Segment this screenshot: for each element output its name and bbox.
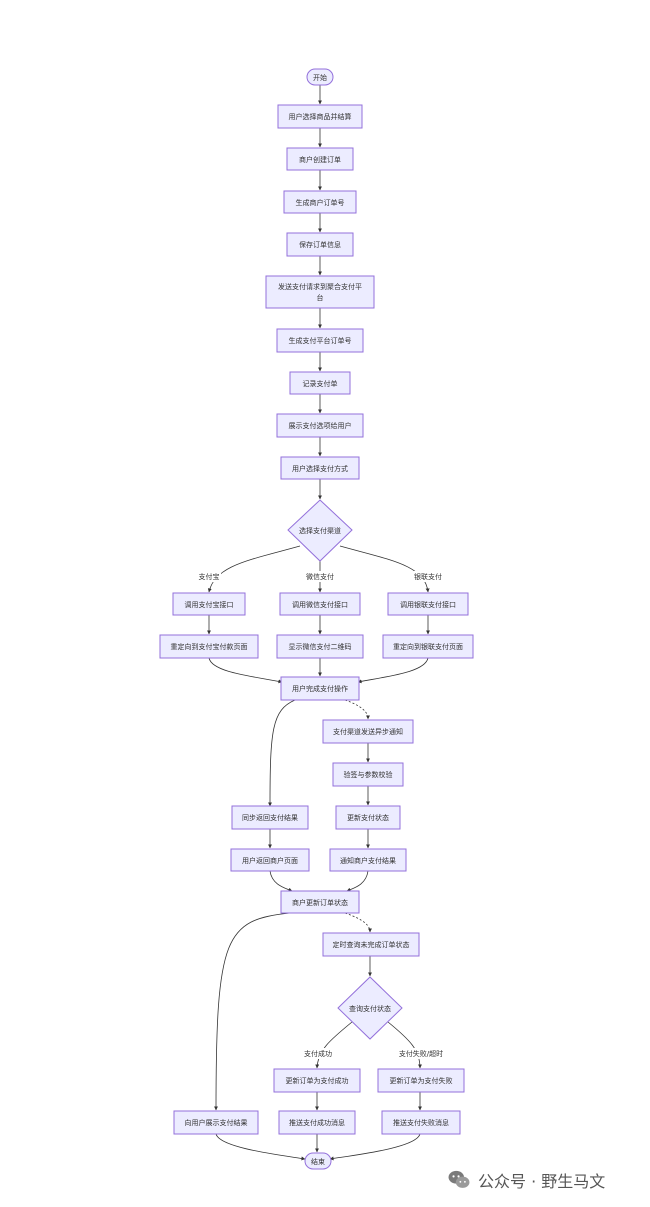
node-notify-merchant: 通知商户支付结果 <box>329 848 407 872</box>
node-merchant-order-no: 生成商户订单号 <box>283 190 357 214</box>
edge-n10-async <box>344 699 370 720</box>
node-sync-return: 同步返回支付结果 <box>231 805 309 830</box>
node-show-options: 展示支付选项给用户 <box>276 413 364 438</box>
node-show-result: 向用户展示支付结果 <box>173 1110 259 1135</box>
svg-text:生成商户订单号: 生成商户订单号 <box>296 198 345 207</box>
svg-text:向用户展示支付结果: 向用户展示支付结果 <box>185 1118 248 1127</box>
node-verify-signature: 验签与参数校验 <box>332 762 404 787</box>
svg-text:用户选择商品并结算: 用户选择商品并结算 <box>289 112 352 121</box>
svg-text:用户完成支付操作: 用户完成支付操作 <box>292 684 348 693</box>
node-alipay-api: 调用支付宝接口 <box>172 592 246 616</box>
node-select-goods: 用户选择商品并结算 <box>277 104 363 129</box>
svg-text:更新订单为支付失败: 更新订单为支付失败 <box>390 1076 453 1085</box>
node-save-order: 保存订单信息 <box>286 232 354 257</box>
edge-sync2-n11 <box>269 870 293 892</box>
node-wechat-api: 调用微信支付接口 <box>279 592 361 616</box>
edge-n10-sync <box>268 699 296 807</box>
svg-text:验签与参数校验: 验签与参数校验 <box>344 770 393 779</box>
edge-fail2-end <box>329 1133 421 1161</box>
edge-n11-query <box>344 912 372 933</box>
node-user-select-method: 用户选择支付方式 <box>280 456 360 480</box>
svg-text:支付渠道发送异步通知: 支付渠道发送异步通知 <box>333 727 403 736</box>
edge-alipay2-n10 <box>208 657 283 684</box>
svg-text:定时查询未完成订单状态: 定时查询未完成订单状态 <box>333 940 410 949</box>
edges <box>207 85 430 1161</box>
svg-text:保存订单信息: 保存订单信息 <box>299 240 341 249</box>
svg-text:推送支付失败消息: 推送支付失败消息 <box>393 1118 449 1127</box>
svg-text:通知商户支付结果: 通知商户支付结果 <box>340 856 396 865</box>
svg-text:选择支付渠道: 选择支付渠道 <box>299 526 341 535</box>
node-push-failed: 推送支付失败消息 <box>381 1110 461 1135</box>
svg-text:用户选择支付方式: 用户选择支付方式 <box>292 464 348 473</box>
svg-text:开始: 开始 <box>313 73 327 82</box>
node-unionpay-api: 调用银联支付接口 <box>387 592 469 616</box>
edge-label-alipay: 支付宝 <box>199 572 220 581</box>
svg-text:商户创建订单: 商户创建订单 <box>299 155 341 164</box>
node-update-success: 更新订单为支付成功 <box>273 1068 361 1093</box>
svg-text:重定向到银联支付页面: 重定向到银联支付页面 <box>393 642 463 651</box>
svg-text:调用支付宝接口: 调用支付宝接口 <box>185 600 234 609</box>
svg-text:查询支付状态: 查询支付状态 <box>349 1004 391 1013</box>
watermark: 公众号 · 野生马文 <box>448 1168 605 1192</box>
edge-labels: 支付宝 微信支付 银联支付 支付成功 支付失败/超时 <box>197 571 444 1059</box>
svg-text:展示支付选项给用户: 展示支付选项给用户 <box>289 421 352 430</box>
node-send-payment-request: 发送支付请求到聚合支付平 台 <box>265 275 375 309</box>
nodes: 开始 用户选择商品并结算 商户创建订单 生成商户订单号 保存订单信息 发送支付请… <box>159 68 474 1170</box>
decision-query-status: 查询支付状态 <box>337 976 403 1040</box>
wechat-icon <box>448 1170 470 1188</box>
watermark-text: 公众号 · 野生马文 <box>478 1172 606 1191</box>
svg-text:商户更新订单状态: 商户更新订单状态 <box>292 898 348 907</box>
edge-d1-alipay <box>207 545 301 593</box>
edge-label-union: 银联支付 <box>414 572 442 581</box>
svg-text:调用微信支付接口: 调用微信支付接口 <box>292 600 348 609</box>
node-unionpay-redirect: 重定向到银联支付页面 <box>382 634 474 659</box>
node-start: 开始 <box>306 68 334 86</box>
svg-text:结束: 结束 <box>311 1157 325 1166</box>
svg-text:台: 台 <box>317 293 324 302</box>
node-user-complete-payment: 用户完成支付操作 <box>280 676 360 701</box>
node-alipay-redirect: 重定向到支付宝付款页面 <box>159 634 259 659</box>
svg-text:记录支付单: 记录支付单 <box>303 379 338 388</box>
svg-text:发送支付请求到聚合支付平: 发送支付请求到聚合支付平 <box>278 282 362 291</box>
edge-d1-union <box>339 545 430 593</box>
svg-text:重定向到支付宝付款页面: 重定向到支付宝付款页面 <box>171 642 248 651</box>
edge-n11-show <box>214 912 291 1111</box>
node-create-order: 商户创建订单 <box>286 147 354 171</box>
node-update-failed: 更新订单为支付失败 <box>377 1068 465 1093</box>
svg-text:显示微信支付二维码: 显示微信支付二维码 <box>289 642 352 651</box>
edge-union2-n10 <box>357 657 429 684</box>
edge-label-wechat: 微信支付 <box>306 572 334 581</box>
svg-text:调用银联支付接口: 调用银联支付接口 <box>400 600 456 609</box>
edge-d2-ok <box>315 1021 353 1069</box>
node-push-success: 推送支付成功消息 <box>278 1110 356 1135</box>
svg-text:同步返回支付结果: 同步返回支付结果 <box>242 813 298 822</box>
edge-label-fail: 支付失败/超时 <box>399 1049 443 1058</box>
edge-async4-n11 <box>346 870 369 892</box>
node-platform-order-no: 生成支付平台订单号 <box>276 328 364 353</box>
decision-channel: 选择支付渠道 <box>287 499 353 562</box>
edge-d2-fail <box>387 1021 422 1069</box>
edge-show-end <box>215 1133 306 1161</box>
node-merchant-update-order: 商户更新订单状态 <box>280 890 360 914</box>
node-end: 结束 <box>304 1152 332 1170</box>
node-async-notify: 支付渠道发送异步通知 <box>322 719 414 744</box>
svg-text:更新支付状态: 更新支付状态 <box>347 813 389 822</box>
node-scheduled-query: 定时查询未完成订单状态 <box>322 932 420 957</box>
node-update-payment-status: 更新支付状态 <box>335 805 401 830</box>
node-record-payment: 记录支付单 <box>289 371 351 395</box>
svg-text:用户返回商户页面: 用户返回商户页面 <box>242 856 298 865</box>
node-user-return-page: 用户返回商户页面 <box>230 848 310 872</box>
svg-text:生成支付平台订单号: 生成支付平台订单号 <box>289 336 352 345</box>
node-wechat-qrcode: 显示微信支付二维码 <box>276 634 364 659</box>
svg-text:推送支付成功消息: 推送支付成功消息 <box>289 1118 345 1127</box>
svg-text:更新订单为支付成功: 更新订单为支付成功 <box>286 1076 349 1085</box>
edge-label-success: 支付成功 <box>304 1049 332 1058</box>
